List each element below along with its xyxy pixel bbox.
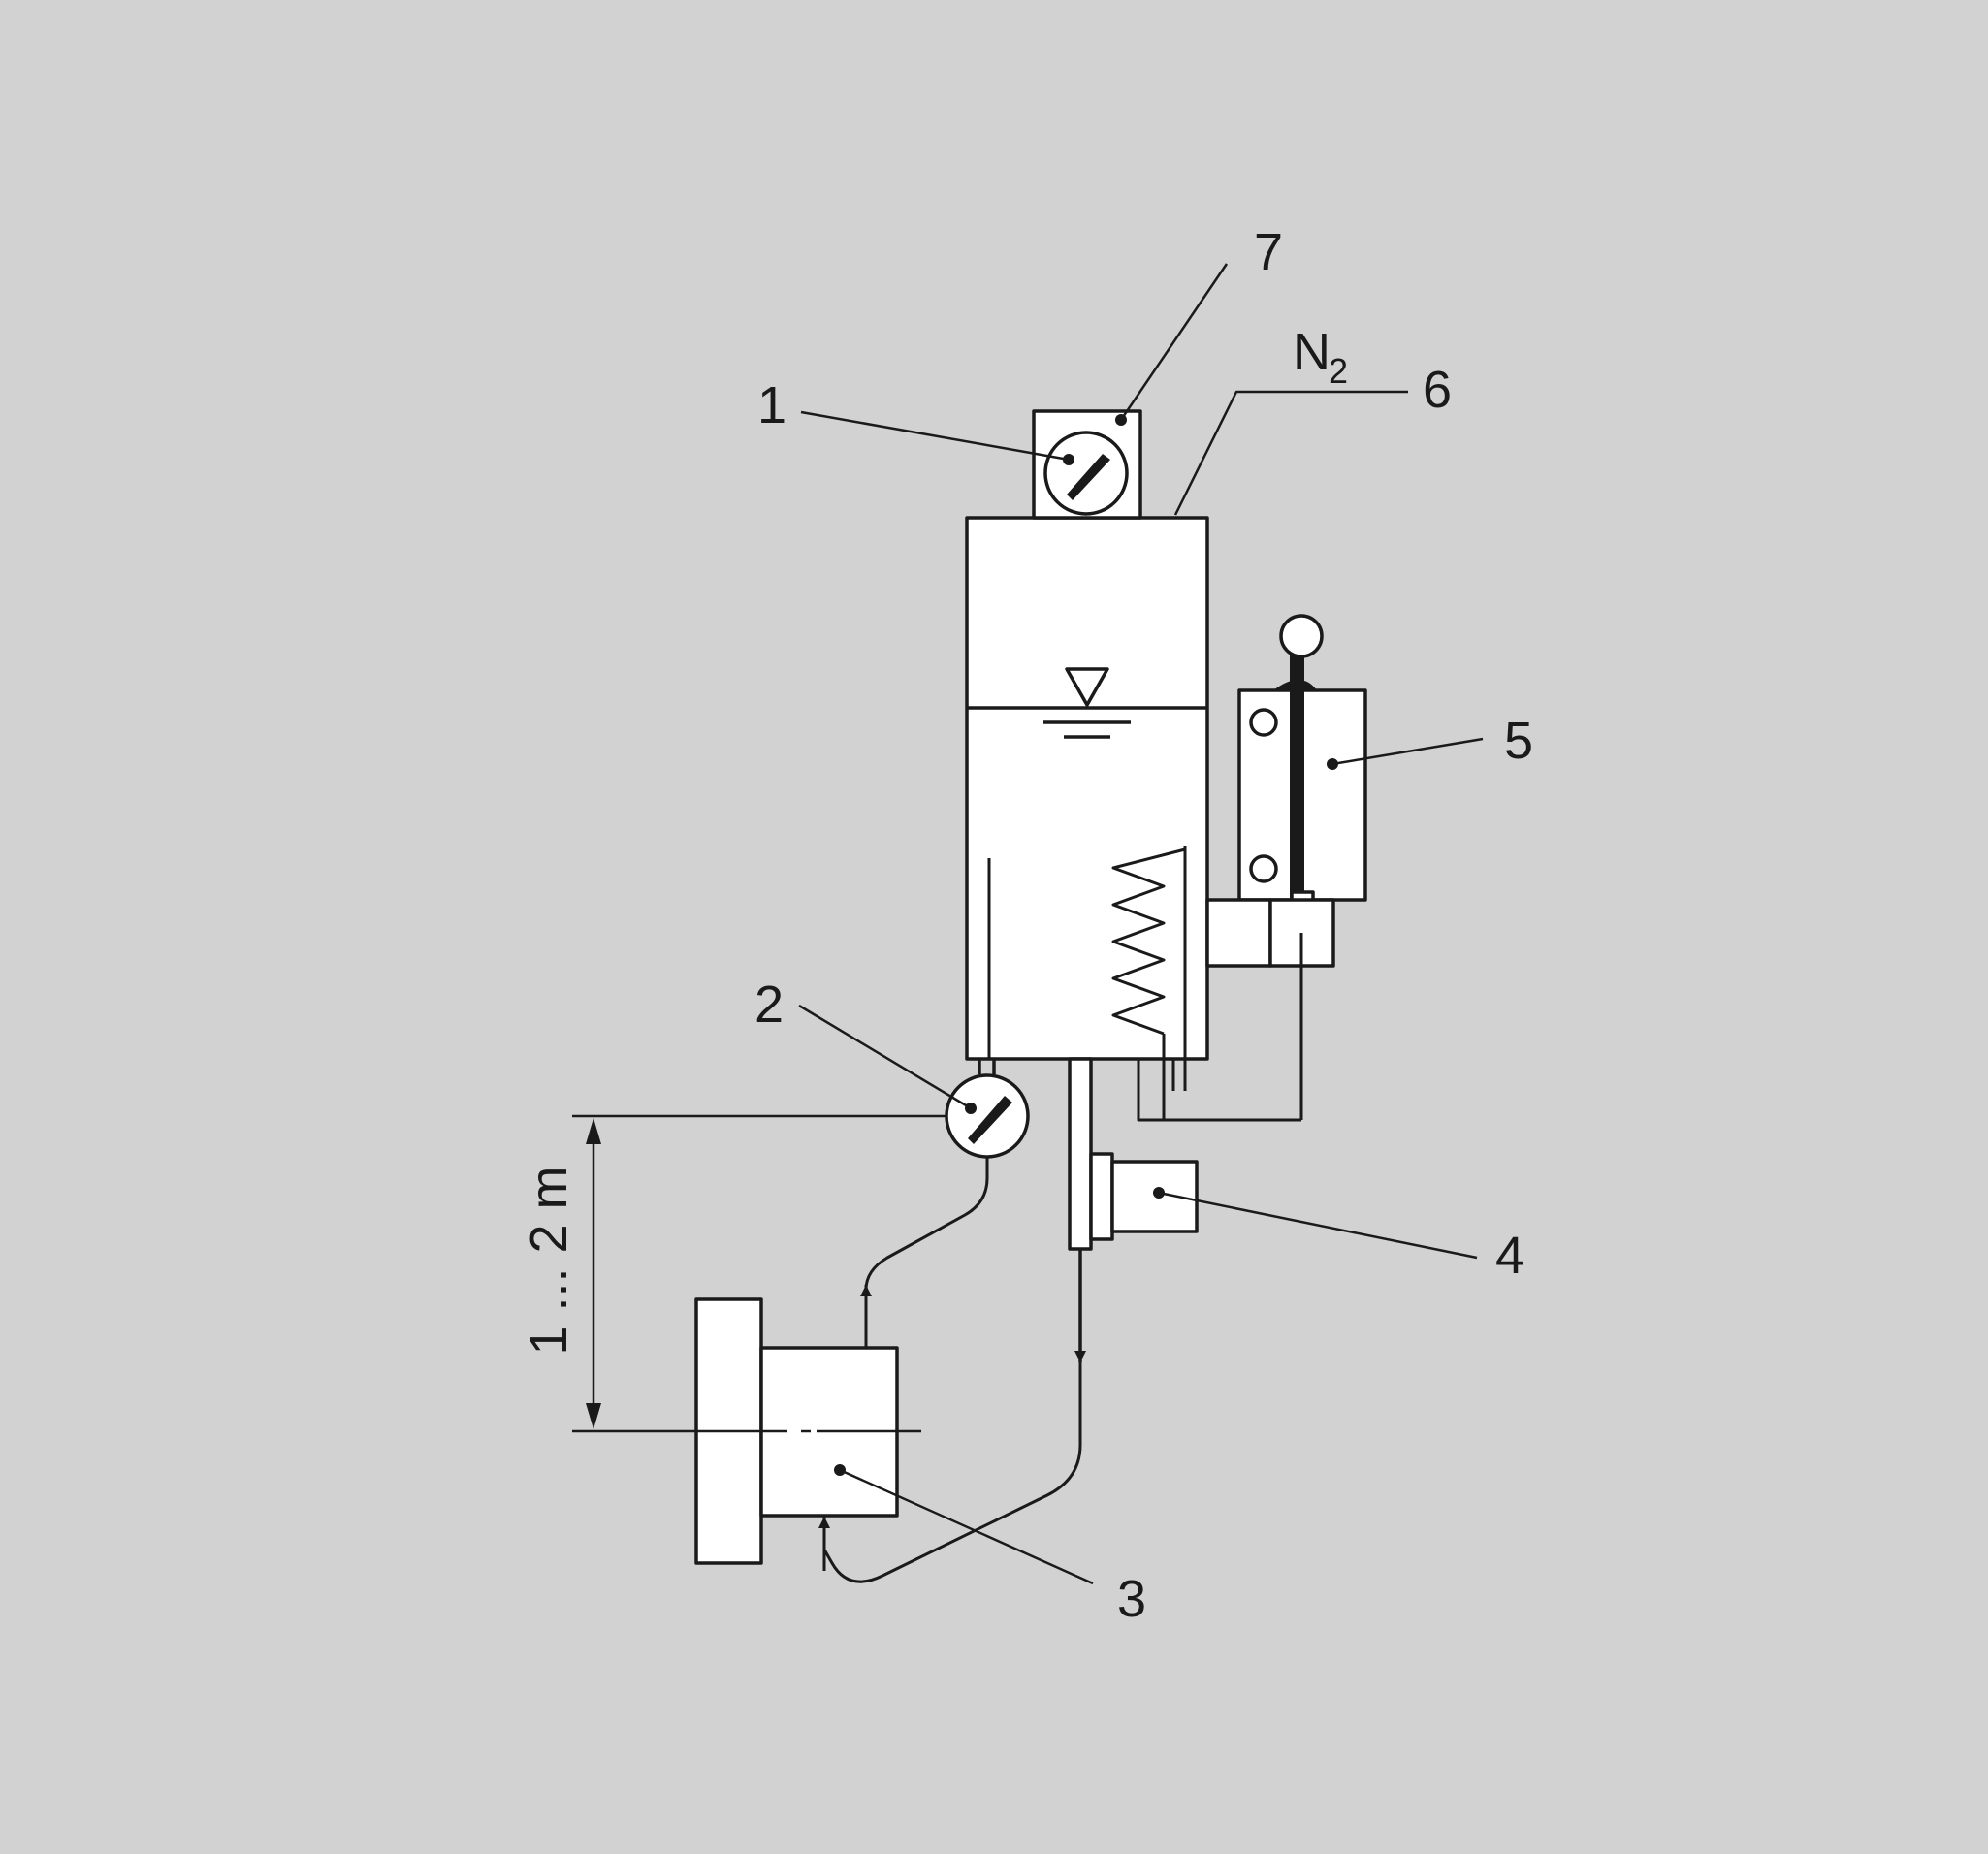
label-4: 4 [1495, 1227, 1524, 1285]
liquid-level-icon [1043, 667, 1131, 739]
label-7: 7 [1254, 223, 1283, 281]
gas-symbol: N [1293, 323, 1331, 381]
gas-label: N 2 [1293, 323, 1348, 391]
drain-piping [1137, 1059, 1301, 1122]
gas-subscript: 2 [1329, 351, 1348, 391]
label-6: 6 [1423, 361, 1452, 419]
flow-lines [818, 1157, 1082, 1583]
label-1: 1 [757, 376, 786, 434]
pressure-gauge-1 [1043, 431, 1129, 516]
pressure-gauge-2 [945, 1059, 1030, 1159]
machine-unit-3 [572, 1297, 921, 1565]
side-level-unit [1205, 614, 1367, 1120]
leader-lines [798, 263, 1484, 1585]
label-5: 5 [1504, 712, 1533, 770]
main-tank [965, 516, 1209, 1120]
leader-dots [834, 414, 1338, 1476]
height-dimension [572, 1114, 946, 1429]
dimension-label: 1 ... 2 m [520, 1166, 578, 1355]
outlet-pipe [1068, 1057, 1093, 1362]
heating-coil-icon [1111, 846, 1187, 1120]
label-2: 2 [754, 975, 784, 1034]
label-3: 3 [1117, 1570, 1146, 1628]
